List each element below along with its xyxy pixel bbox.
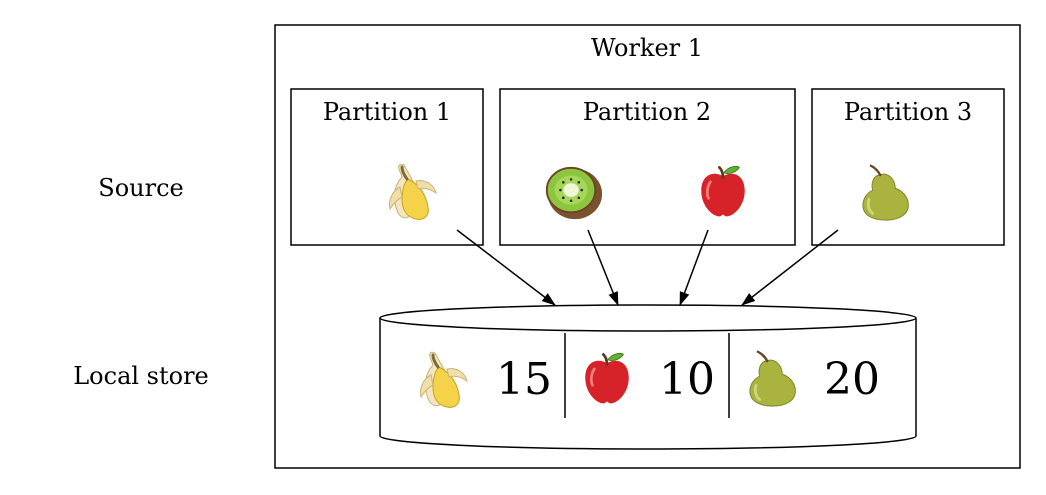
banana-icon: [387, 162, 438, 221]
edge-partition-3-to-store: [741, 229, 839, 306]
partition-3-label: Partition 3: [844, 98, 972, 126]
store-count: 15: [496, 354, 552, 405]
partition-1-border: [290, 88, 484, 246]
apple-icon: [699, 164, 747, 218]
edges: [456, 229, 839, 306]
partition-1: Partition 1: [290, 88, 484, 246]
partition-3: Partition 3: [811, 88, 1005, 246]
worker-title: Worker 1: [591, 34, 703, 62]
pear-icon: [861, 164, 910, 222]
row-label-local-store: Local store: [73, 362, 209, 390]
row-label-source: Source: [98, 174, 183, 202]
local-store-cylinder: 15 10 20: [379, 304, 917, 450]
partition-3-border: [811, 88, 1005, 246]
worker-border: [274, 24, 1021, 469]
partition-2-label: Partition 2: [583, 98, 711, 126]
edge-kiwi-to-store: [587, 229, 619, 306]
edge-partition-1-to-store: [456, 229, 556, 306]
cylinder-top: [379, 304, 917, 332]
store-entry-pear: 20: [748, 350, 880, 408]
cylinder-body: [379, 318, 917, 450]
worker-cluster: Worker 1 Partition 1 Partition 2 Partiti…: [274, 24, 1021, 469]
partition-2-border: [499, 88, 796, 246]
store-count: 20: [824, 354, 880, 405]
partition-1-label: Partition 1: [323, 98, 451, 126]
edge-apple-to-store: [679, 229, 709, 306]
kiwi-icon: [545, 166, 604, 221]
partition-2: Partition 2: [499, 88, 796, 246]
store-entry-apple: 10: [583, 351, 715, 405]
store-entry-banana: 15: [418, 350, 552, 409]
store-count: 10: [659, 354, 715, 405]
